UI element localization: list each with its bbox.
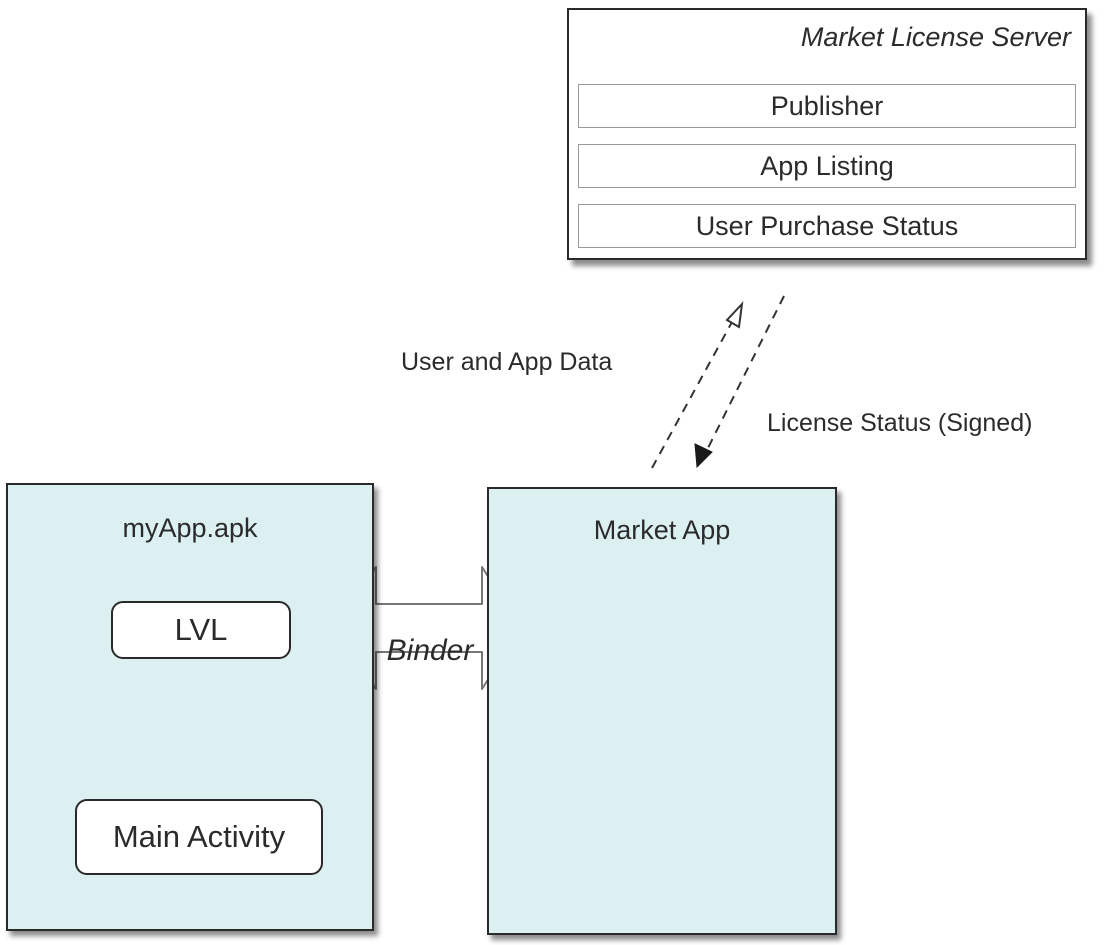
user-app-data-arrow	[651, 301, 744, 469]
myapp-apk-component: myApp.apk LVL Main Activity	[6, 483, 374, 931]
server-row-user-purchase-status: User Purchase Status	[578, 204, 1076, 248]
binder-label: Binder	[386, 634, 474, 667]
license-status-arrow	[694, 295, 785, 469]
server-row-app-listing: App Listing	[578, 144, 1076, 188]
market-app-component: Market App	[487, 487, 837, 935]
lvl-box: LVL	[111, 601, 291, 659]
market-license-server: Market License Server Publisher App List…	[567, 8, 1087, 260]
market-app-title: Market App	[593, 515, 731, 545]
main-activity-box: Main Activity	[75, 799, 323, 875]
user-and-app-data-label: User and App Data	[401, 348, 613, 376]
myapp-apk-title: myApp.apk	[122, 513, 258, 543]
server-title: Market License Server	[800, 22, 1071, 52]
license-status-label: License Status (Signed)	[767, 409, 1033, 437]
server-row-publisher: Publisher	[578, 84, 1076, 128]
